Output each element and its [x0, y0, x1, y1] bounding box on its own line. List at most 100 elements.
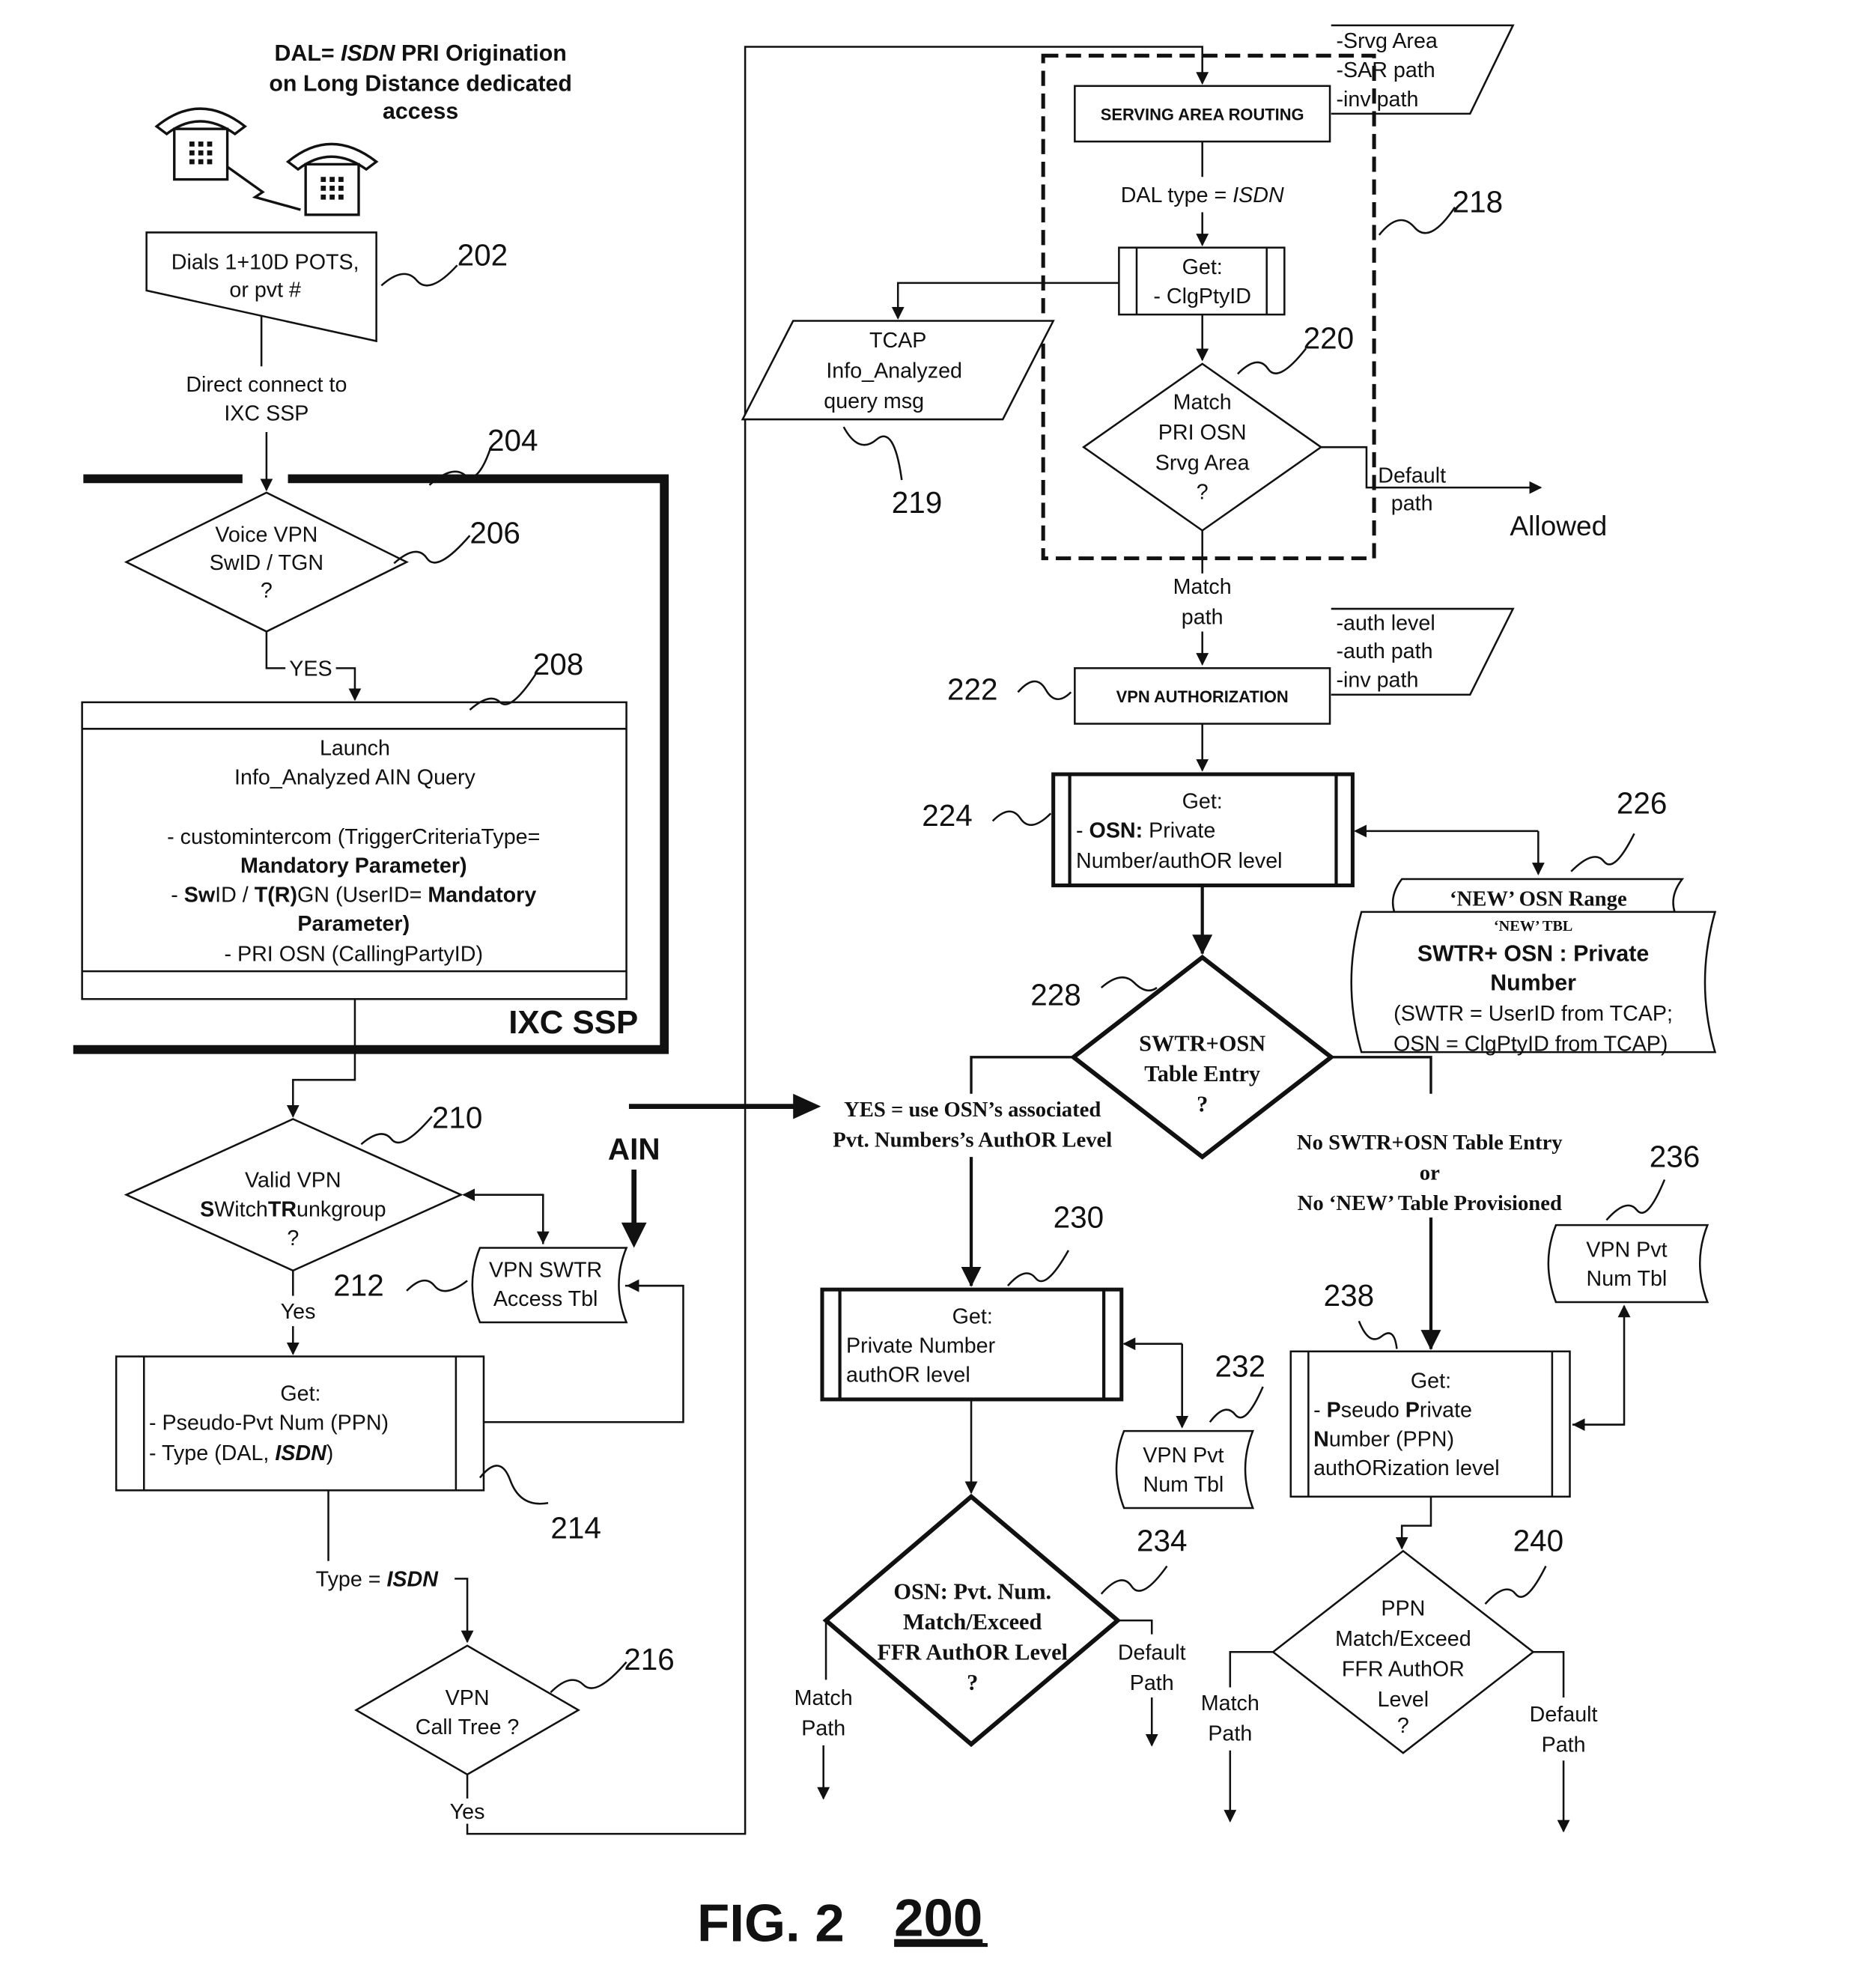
ref-240: 240: [1513, 1523, 1564, 1557]
figure-label: FIG. 2: [697, 1894, 845, 1953]
d234-line-3: FFR AuthOR Level: [877, 1639, 1068, 1665]
match-240-line-1: Match: [1201, 1691, 1259, 1715]
d228-line-1: SWTR+OSN: [1139, 1030, 1265, 1056]
get-clg-line-1: - ClgPtyID: [1153, 285, 1251, 308]
d220-line-4: ?: [1197, 480, 1209, 504]
d234-line-1: OSN: Pvt. Num.: [893, 1578, 1051, 1604]
d220-line-1: Match: [1173, 391, 1232, 415]
vpn-auth-param-3: -inv path: [1336, 669, 1418, 693]
get238-line-1: - Pseudo Private: [1313, 1399, 1472, 1423]
ref-236: 236: [1650, 1140, 1700, 1174]
d220-line-2: PRI OSN: [1158, 421, 1247, 445]
ref-216: 216: [624, 1642, 675, 1677]
get238-line-3: authORization level: [1313, 1456, 1500, 1480]
d240-line-4: Level: [1378, 1688, 1429, 1712]
leader-238: [1359, 1321, 1397, 1349]
d206-line-1: Voice VPN: [215, 523, 317, 547]
vpn-auth-param-2: -auth path: [1336, 639, 1432, 663]
ref-222: 222: [947, 672, 998, 707]
get214-title: Get:: [280, 1382, 320, 1406]
launch-line-7: - PRI OSN (CallingPartyID): [224, 943, 483, 967]
serving-area-param-3: -inv path: [1336, 88, 1418, 112]
telephone-icon: [288, 144, 377, 214]
type-isdn-label: Type = ISDN: [316, 1568, 440, 1592]
default-234-line-1: Default: [1118, 1641, 1186, 1665]
ixc-ssp-label: IXC SSP: [508, 1004, 638, 1041]
default-path-220-line-1: Default: [1378, 463, 1446, 487]
d220-line-3: Srvg Area: [1155, 452, 1250, 475]
ref-206: 206: [469, 515, 520, 550]
ref-234: 234: [1137, 1523, 1188, 1557]
ref-220: 220: [1304, 321, 1355, 356]
dal-type-label: DAL type = ISDN: [1121, 183, 1284, 207]
get214-line-2: - Type (DAL, ISDN): [149, 1441, 333, 1465]
decision-220-match-pri-osn: [1083, 364, 1321, 531]
direct-connect-line-1: Direct connect to: [186, 373, 347, 397]
leader-228: [1101, 977, 1157, 991]
pvt-tbl-232-line-2: Num Tbl: [1143, 1473, 1224, 1497]
d228-line-2: Table Entry: [1144, 1061, 1260, 1086]
header-line-2: on Long Distance dedicated: [269, 72, 572, 97]
launch-line-4: Mandatory Parameter): [240, 854, 467, 878]
get224-line-2: Number/authOR level: [1076, 849, 1283, 873]
leader-214: [480, 1465, 548, 1504]
d216-line-2: Call Tree ?: [416, 1715, 520, 1739]
vpn-auth-param-1: -auth level: [1336, 612, 1435, 636]
match-240-line-2: Path: [1208, 1721, 1252, 1745]
ain-arrow-head: [621, 1223, 647, 1248]
launch-line-6: Parameter): [297, 912, 410, 936]
ref-219: 219: [892, 485, 943, 520]
get238-title: Get:: [1411, 1370, 1451, 1393]
yes-228-line-1: YES = use OSN’s associated: [844, 1098, 1101, 1122]
serving-area-label: SERVING AREA ROUTING: [1101, 105, 1304, 124]
match-234-line-2: Path: [801, 1717, 845, 1741]
direct-connect-line-2: IXC SSP: [224, 402, 309, 426]
default-240-line-1: Default: [1530, 1703, 1598, 1727]
leader-216: [550, 1662, 626, 1692]
d240-line-5: ?: [1397, 1714, 1409, 1738]
ref-226: 226: [1617, 785, 1668, 820]
swtr-tbl-line-1: VPN SWTR: [489, 1258, 602, 1282]
header-line-1: DAL= ISDN PRI Origination: [275, 41, 567, 66]
leader-218: [1379, 207, 1455, 235]
yes-228-line-2: Pvt. Numbers’s AuthOR Level: [833, 1128, 1112, 1152]
pvt-tbl-236-line-1: VPN Pvt: [1586, 1238, 1667, 1262]
leader-240: [1485, 1566, 1545, 1605]
leader-206: [394, 535, 469, 563]
tcap-line-1: TCAP: [869, 329, 926, 353]
leader-220: [1238, 349, 1306, 374]
ref-218: 218: [1453, 184, 1504, 219]
default-path-220-line-2: path: [1391, 492, 1433, 516]
get230-line-1: Private Number: [846, 1334, 996, 1358]
get230-title: Get:: [952, 1305, 993, 1329]
ref-210: 210: [432, 1100, 483, 1134]
d234-line-4: ?: [967, 1670, 978, 1695]
yes-210-label: Yes: [281, 1300, 316, 1324]
d228-line-3: ?: [1197, 1091, 1208, 1116]
d210-line-1: Valid VPN: [245, 1169, 341, 1193]
figure-number: 200: [894, 1889, 982, 1948]
yes-206-label: YES: [289, 657, 332, 681]
serving-area-param-2: -SAR path: [1336, 58, 1435, 82]
leader-202: [381, 265, 457, 285]
d206-line-3: ?: [261, 579, 273, 603]
d216-line-1: VPN: [446, 1686, 490, 1710]
tcap-line-2: Info_Analyzed: [826, 359, 962, 383]
phone-link-zigzag: [228, 167, 301, 210]
decision-228-swtr-osn-entry: [1074, 958, 1331, 1157]
dial-box-line-1: Dials 1+10D POTS,: [171, 250, 359, 274]
leader-210: [361, 1116, 431, 1144]
leader-232: [1210, 1387, 1263, 1422]
d240-line-2: Match/Exceed: [1335, 1627, 1471, 1651]
match-path-220-line-2: path: [1182, 605, 1224, 629]
get-clg-title: Get:: [1182, 255, 1223, 279]
vpn-auth-label: VPN AUTHORIZATION: [1116, 687, 1289, 706]
ain-response-arrow-head: [793, 1094, 821, 1119]
no-228-line-1: No SWTR+OSN Table Entry: [1297, 1131, 1563, 1155]
ref-202: 202: [458, 237, 508, 272]
yes-216-label: Yes: [450, 1800, 485, 1824]
leader-234: [1101, 1566, 1167, 1594]
leader-230: [1008, 1250, 1069, 1286]
ref-238: 238: [1324, 1278, 1375, 1313]
